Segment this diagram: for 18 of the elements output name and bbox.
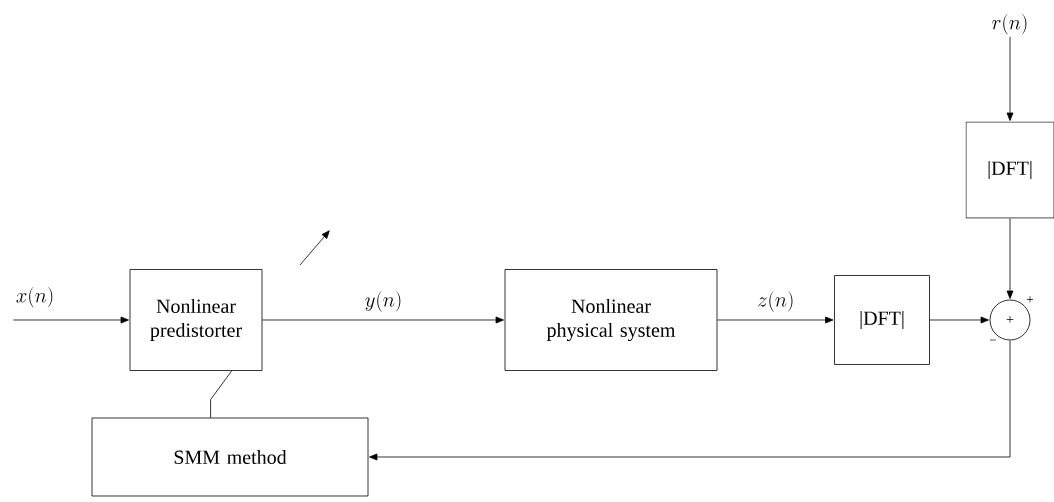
process-box: SMM method bbox=[91, 417, 369, 497]
sign-label: − bbox=[990, 339, 997, 341]
arrow bbox=[929, 316, 989, 324]
signal-label: $r(n)$ bbox=[992, 13, 1027, 35]
process-box: |DFT| bbox=[965, 121, 1054, 219]
sign-label: + bbox=[1027, 296, 1034, 303]
edge-label: $y(n)$ bbox=[365, 290, 401, 312]
process-box: Nonlinear predistorter bbox=[129, 269, 263, 371]
arrow bbox=[1006, 218, 1014, 299]
arrow bbox=[1006, 36, 1014, 121]
signal-label: $x(n)$ bbox=[16, 286, 53, 308]
edge-label: $z(n)$ bbox=[758, 290, 793, 312]
arrow bbox=[369, 340, 1011, 461]
arrow bbox=[262, 316, 504, 324]
arrow bbox=[13, 316, 129, 324]
process-box: Nonlinear physical system bbox=[504, 269, 718, 371]
process-box: |DFT| bbox=[834, 275, 930, 365]
arrow bbox=[717, 316, 834, 324]
